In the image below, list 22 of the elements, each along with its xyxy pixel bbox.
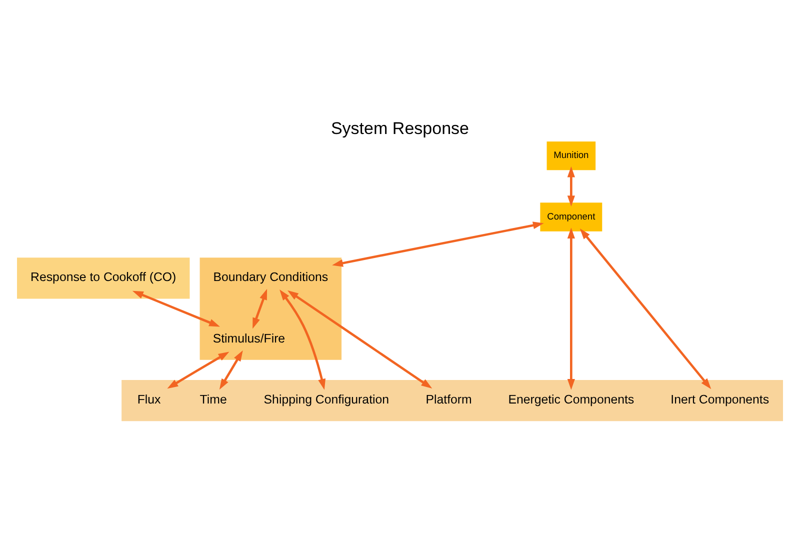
arrow <box>332 222 544 267</box>
node-text: Energetic Components <box>508 392 634 407</box>
node-text: Response to Cookoff (CO) <box>30 270 176 284</box>
arrow <box>132 290 220 327</box>
diagram-title: System Response <box>330 118 470 138</box>
node-box: Munition <box>546 142 596 170</box>
arrow <box>567 166 575 207</box>
node-text: Boundary Conditions <box>213 270 328 284</box>
node-text: Stimulus/Fire <box>212 331 286 346</box>
arrow <box>287 290 432 388</box>
node-text: Flux <box>137 392 161 407</box>
node-box: Component <box>540 202 602 232</box>
arrow <box>219 350 243 390</box>
node-text: Time <box>200 392 227 407</box>
node-text: Shipping Configuration <box>264 392 390 407</box>
arrow <box>580 228 712 390</box>
arrow <box>167 352 230 389</box>
arrow <box>567 228 575 390</box>
arrow <box>280 290 326 390</box>
node-text: Platform <box>426 392 472 407</box>
arrow <box>252 288 268 329</box>
node-text: Inert Components <box>670 392 770 407</box>
